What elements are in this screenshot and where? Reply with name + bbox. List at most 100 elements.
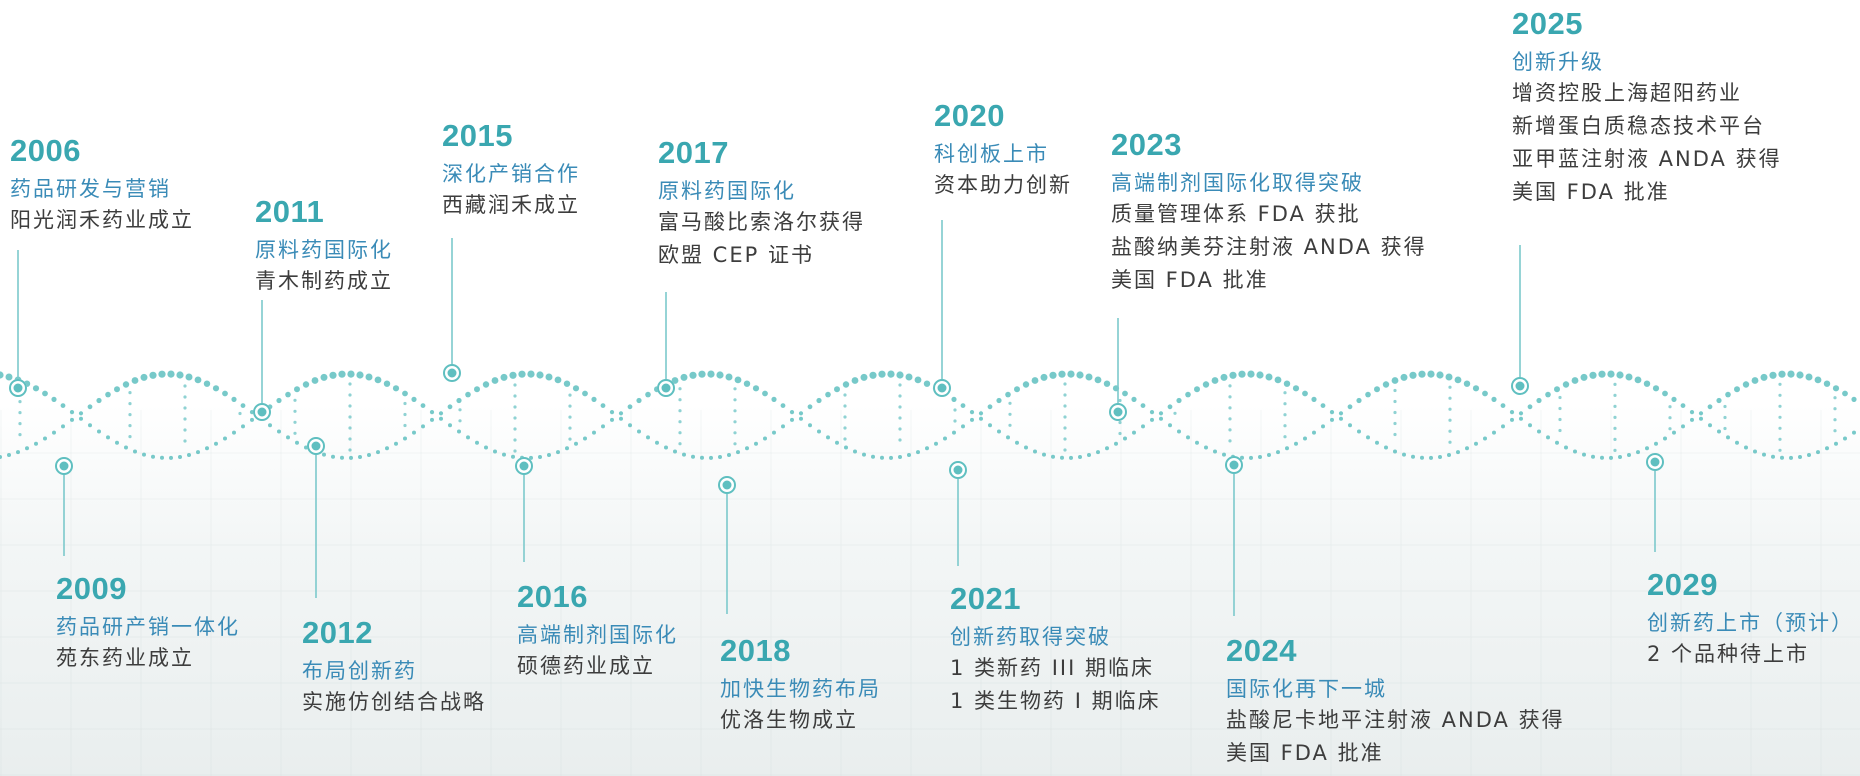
helix-strand-dot (529, 455, 533, 460)
helix-strand-dot (1463, 380, 1471, 387)
helix-strand-dot (196, 450, 200, 455)
helix-strand-dot (1258, 455, 1262, 459)
helix-strand-dot (1247, 370, 1255, 378)
helix-strand-dot (1589, 371, 1597, 379)
helix-strand-dot (1256, 371, 1264, 379)
milestone-marker-core (1650, 457, 1660, 467)
helix-strand-dot (1022, 381, 1030, 388)
helix-strand-dot (1807, 453, 1811, 457)
helix-strand-dot (1842, 390, 1848, 397)
helix-strand-dot (1527, 404, 1533, 410)
helix-strand-dot (142, 452, 146, 457)
milestone-description: 硕德药业成立 (517, 650, 678, 683)
helix-strand-dot (789, 410, 795, 415)
milestone-title: 科创板上市 (934, 142, 1049, 166)
helix-rung-dot (568, 404, 572, 408)
helix-rung-dot (458, 408, 462, 412)
helix-strand-dot (689, 371, 697, 379)
helix-rung-dot (513, 416, 517, 420)
helix-strand-dot (1571, 377, 1579, 384)
milestone-year: 2011 (255, 194, 325, 229)
helix-strand-dot (329, 371, 337, 379)
helix-strand-dot (979, 416, 983, 421)
helix-strand-dot (1681, 424, 1685, 429)
helix-strand-dot (0, 371, 4, 379)
helix-strand-dot (1339, 416, 1343, 421)
helix-rung-dot (1008, 412, 1012, 416)
helix-strand-dot (457, 429, 461, 434)
milestone-title: 国际化再下一城 (1226, 677, 1387, 701)
helix-strand-dot (374, 376, 382, 384)
milestone-description: 优洛生物成立 (720, 704, 881, 737)
helix-rung-dot (1063, 415, 1067, 419)
helix-strand-dot (448, 423, 452, 428)
milestone-title: 布局创新药 (302, 659, 417, 683)
helix-strand-dot (1482, 390, 1488, 397)
helix-rung-dot (898, 405, 902, 409)
helix-strand-dot (798, 411, 804, 416)
helix-strand-dot (934, 441, 938, 446)
helix-strand-dot (304, 445, 308, 450)
helix-strand-dot (25, 446, 29, 451)
helix-strand-dot (421, 424, 425, 429)
helix-strand-dot (96, 397, 102, 404)
helix-strand-dot (131, 377, 139, 384)
helix-strand-dot (1789, 455, 1793, 460)
helix-strand-dot (1500, 403, 1506, 408)
helix-strand-dot (1357, 429, 1361, 434)
milestone-title: 加快生物药布局 (720, 677, 881, 701)
helix-strand-dot (349, 455, 353, 460)
helix-strand-dot (1663, 436, 1667, 441)
helix-strand-dot (87, 404, 93, 410)
helix-rung-dot (678, 420, 682, 424)
helix-strand-dot (69, 410, 75, 415)
milestone-2023: 2023 高端制剂国际化取得突破 质量管理体系 FDA 获批 盐酸纳美芬注射液 … (1111, 126, 1427, 297)
helix-strand-dot (114, 386, 120, 393)
helix-rung-dot (128, 413, 132, 417)
helix-strand-dot (844, 445, 848, 450)
helix-strand-dot (916, 450, 920, 455)
milestone-description: 增资控股上海超阳药业 新增蛋白质稳态技术平台 亚甲蓝注射液 ANDA 获得 美国… (1512, 77, 1782, 209)
helix-strand-dot (1834, 441, 1838, 446)
helix-strand-dot (1302, 390, 1308, 397)
helix-strand-dot (1132, 430, 1136, 435)
helix-strand-dot (835, 440, 839, 445)
milestone-line: 盐酸尼卡地平注射液 ANDA 获得 (1226, 708, 1565, 732)
helix-strand-dot (1573, 449, 1577, 454)
helix-rung-dot (403, 423, 407, 428)
milestone-2024: 2024 国际化再下一城 盐酸尼卡地平注射液 ANDA 获得 美国 FDA 批准 (1226, 632, 1565, 770)
milestone-line: 资本助力创新 (934, 173, 1072, 197)
helix-strand-dot (1094, 376, 1102, 384)
helix-rung-dot (1393, 432, 1397, 437)
milestone-description: 实施仿创结合战略 (302, 686, 486, 719)
helix-strand-dot (1510, 417, 1514, 422)
helix-strand-dot (1347, 404, 1353, 410)
helix-strand-dot (1069, 455, 1073, 460)
helix-strand-dot (1546, 435, 1550, 440)
helix-rung-dot (1008, 423, 1012, 427)
helix-strand-dot (1483, 436, 1487, 441)
helix-strand-dot (1076, 371, 1084, 379)
milestone-2006: 2006 药品研发与营销 阳光润禾药业成立 (10, 132, 194, 237)
helix-strand-dot (412, 430, 416, 435)
helix-strand-dot (727, 453, 731, 457)
helix-rung-dot (513, 383, 517, 387)
helix-strand-dot (628, 423, 632, 428)
helix-strand-dot (1528, 423, 1532, 428)
helix-strand-dot (250, 417, 254, 422)
helix-strand-dot (1186, 435, 1190, 440)
helix-rung-dot (1613, 382, 1617, 386)
helix-strand-dot (356, 371, 364, 379)
helix-strand-dot (1330, 417, 1334, 422)
helix-rung-dot (1448, 396, 1452, 400)
helix-rung-dot (238, 411, 242, 416)
helix-strand-dot (905, 373, 913, 381)
helix-strand-dot (1429, 455, 1433, 460)
helix-strand-dot (1294, 441, 1298, 446)
helix-strand-dot (943, 436, 947, 441)
helix-strand-dot (518, 370, 526, 378)
helix-strand-dot (286, 435, 290, 440)
milestone-line: 阳光润禾药业成立 (10, 208, 194, 232)
helix-strand-dot (736, 450, 740, 455)
helix-strand-dot (889, 455, 893, 460)
